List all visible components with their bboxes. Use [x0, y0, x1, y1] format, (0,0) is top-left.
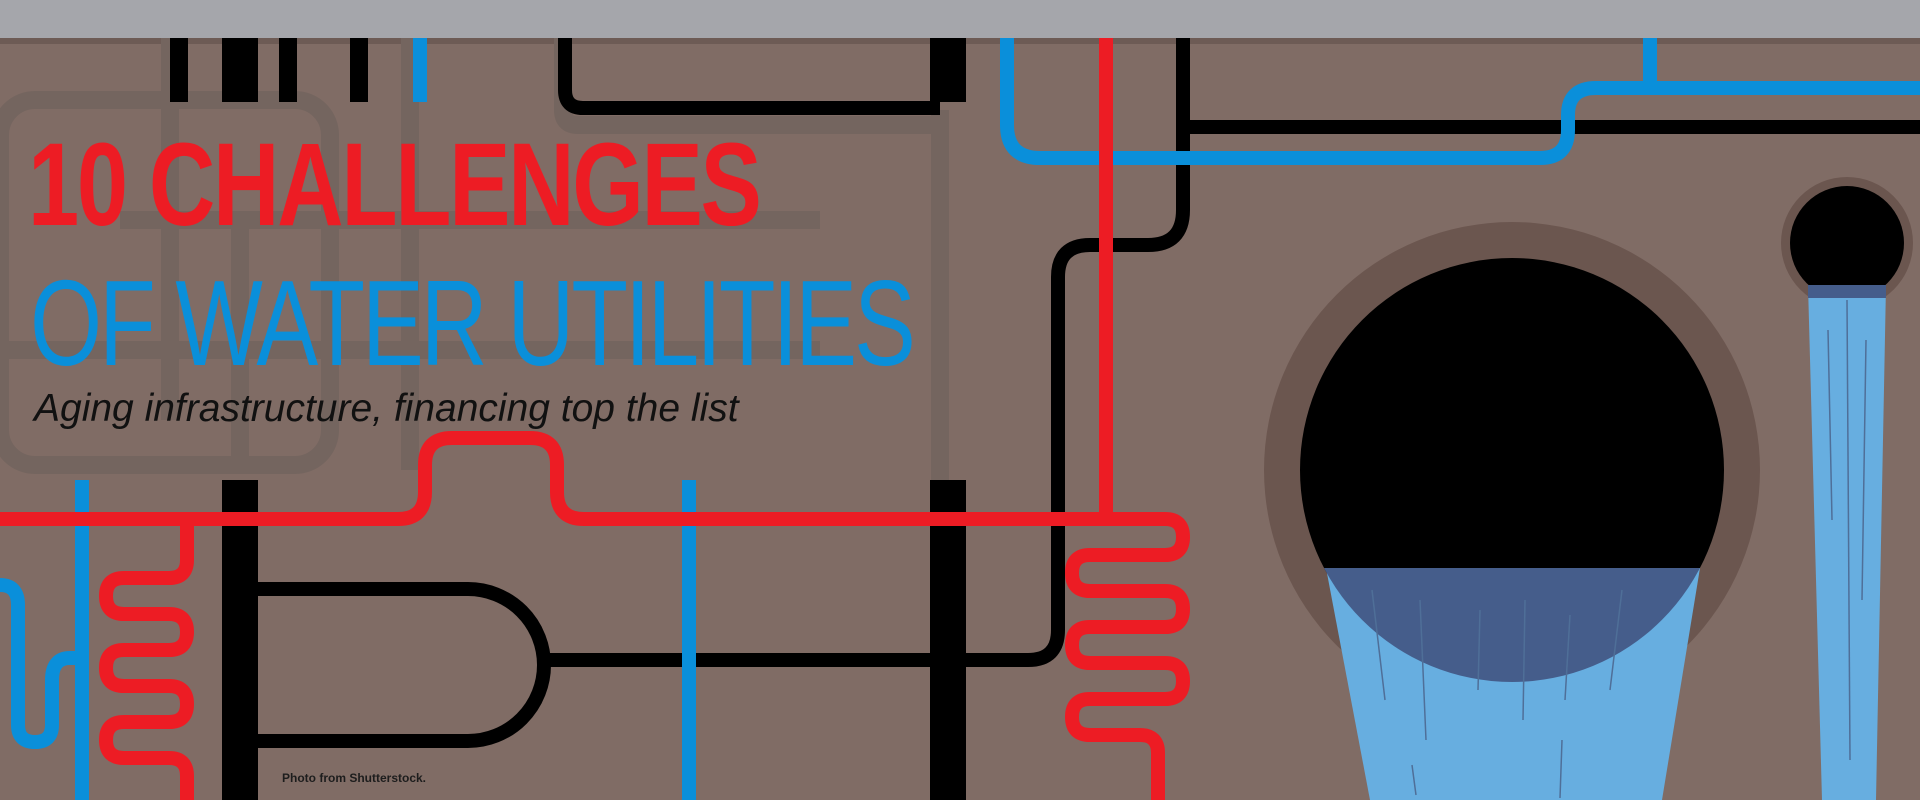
headline-line-1: 10 CHALLENGES: [28, 119, 762, 251]
subtitle: Aging infrastructure, financing top the …: [34, 387, 739, 430]
ghost-pipes: [0, 38, 949, 480]
headline-line-2: OF WATER UTILITIES: [30, 255, 916, 391]
top-band: [0, 0, 1920, 38]
small-drain-pipe-icon: [1781, 177, 1913, 800]
black-pipes: [170, 38, 1920, 800]
blue-pipes: [0, 38, 1920, 800]
photo-credit: Photo from Shutterstock.: [282, 771, 427, 785]
red-pipes: [0, 38, 1191, 800]
large-drain-pipe-icon: [1264, 222, 1760, 800]
